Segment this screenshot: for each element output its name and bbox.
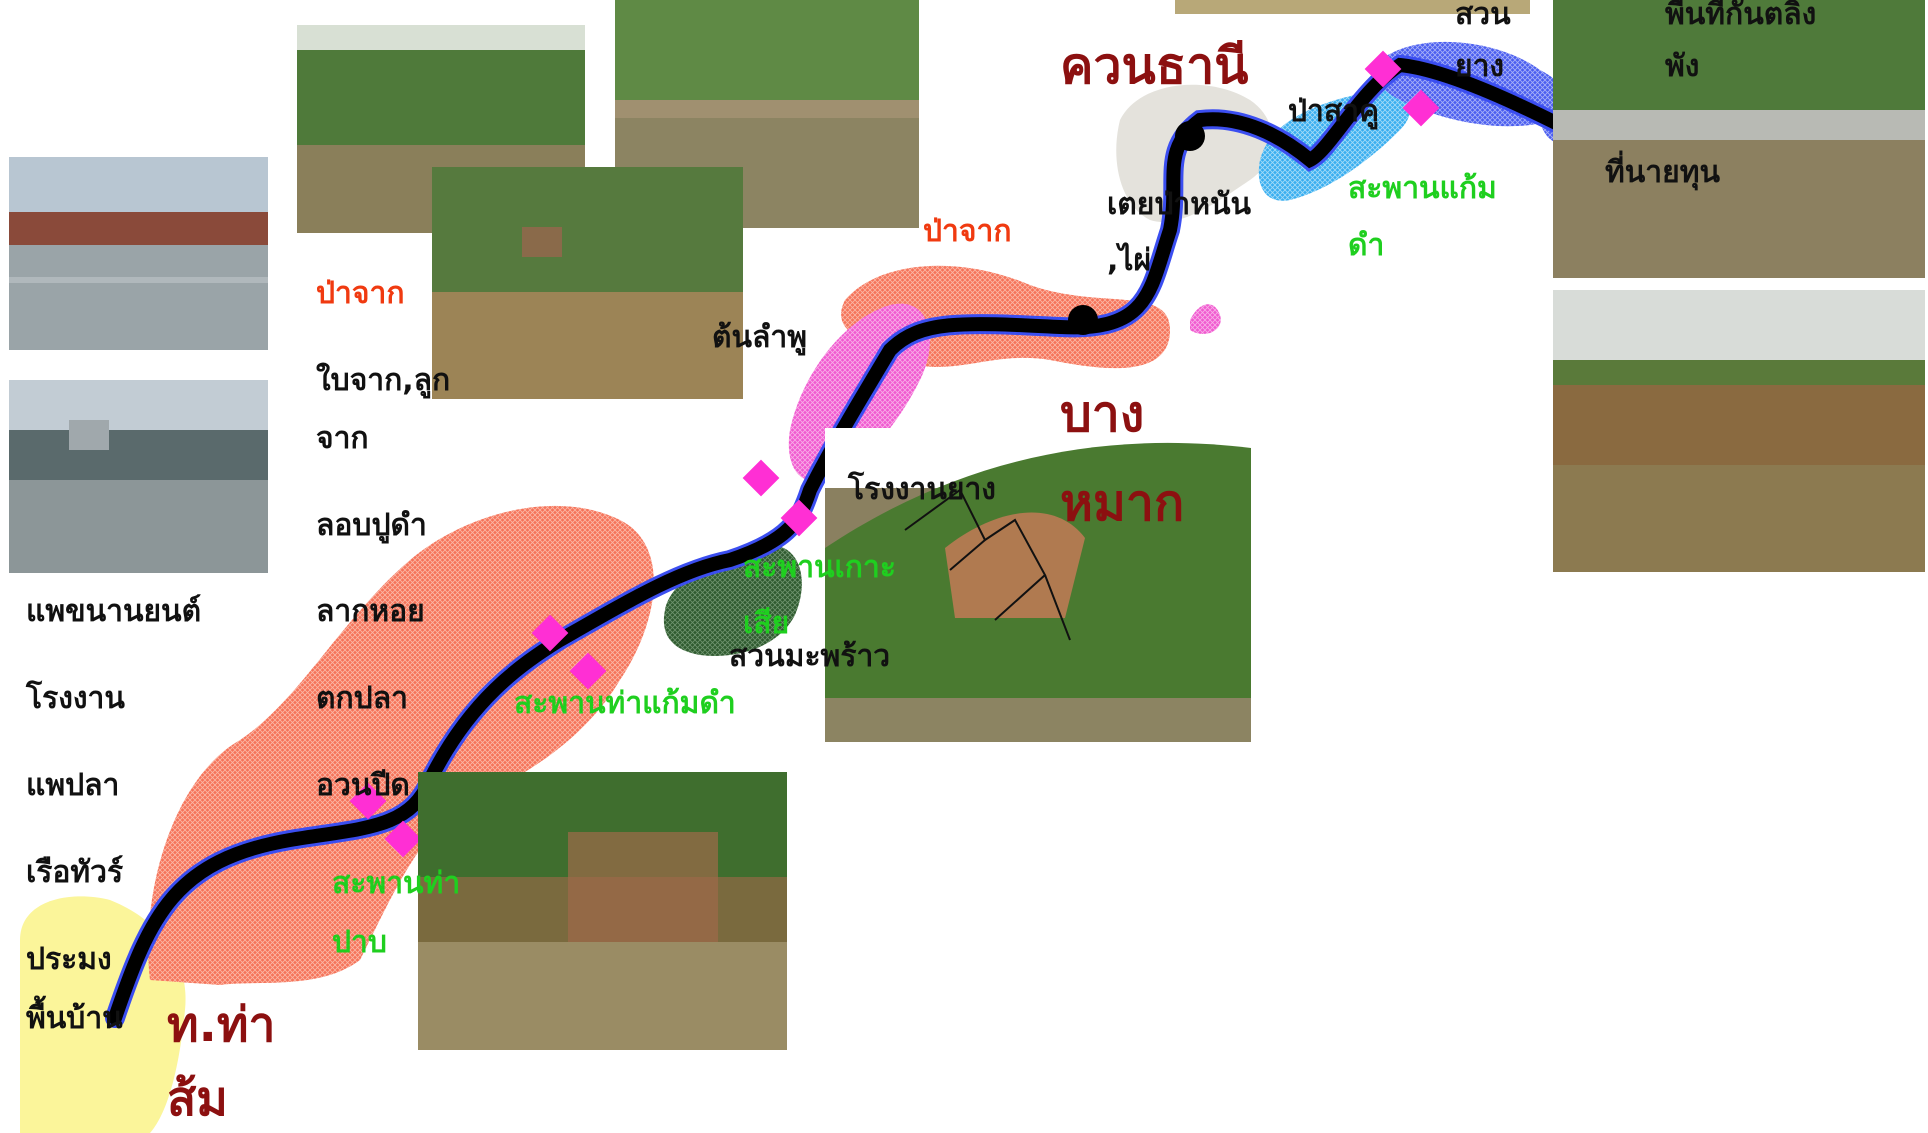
photo-river-bank xyxy=(615,0,919,228)
photo-waterfront-houses xyxy=(9,380,268,573)
label-pa-jak-right: ป่าจาก xyxy=(923,214,1012,249)
activity-mid-4: ลากหอย xyxy=(316,594,425,629)
pier-ko-sia-line2: เสีย xyxy=(743,606,790,641)
label-tei-pa-nan-line1: เตยป่าหนัน xyxy=(1107,187,1251,222)
label-suan-yang-line2: ยาง xyxy=(1455,49,1505,84)
label-phuenting-line1: พื้นที่กันตลิ่ง xyxy=(1665,0,1817,32)
pier-ko-sia-line1: สะพานเกาะ xyxy=(743,550,896,585)
activity-left-4: เรือทัวร์ xyxy=(26,855,124,890)
activity-mid-2: จาก xyxy=(316,421,369,456)
photo-eroded-bank xyxy=(1553,290,1925,572)
activity-mid-3: ลอบปูดำ xyxy=(316,508,427,543)
activity-mid-6: อวนปีด xyxy=(316,768,410,803)
place-khuan-thani: ควนธานี xyxy=(1060,37,1249,95)
pier-marker xyxy=(384,820,422,858)
pier-marker xyxy=(349,782,387,820)
place-bang-mak-line2: หมาก xyxy=(1060,474,1185,532)
pier-kaem-dam-line1: สะพานแก้ม xyxy=(1348,171,1497,206)
place-tha-sam-line1: ท.ท่า xyxy=(167,997,276,1053)
place-tha-sam-line2: ส้ม xyxy=(167,1071,228,1127)
activity-mid-1: ใบจาก,ลูก xyxy=(316,363,451,398)
pier-tha-kaem-dam: สะพานท่าแก้มดำ xyxy=(514,686,736,721)
place-bang-mak-line1: บาง xyxy=(1060,385,1145,443)
label-thi-nai-thun: ที่นายทุน xyxy=(1605,155,1720,190)
route-node-khuan-thani xyxy=(1175,121,1205,151)
photo-rubber-bank xyxy=(1553,0,1925,278)
label-rong-ngan-yang: โรงงานยาง xyxy=(848,472,996,507)
activity-left-6: พื้นบ้าน xyxy=(26,1001,123,1036)
activity-left-2: โรงงาน xyxy=(26,681,125,716)
pier-marker xyxy=(531,614,569,652)
activity-mid-5: ตกปลา xyxy=(316,681,408,716)
activity-left-3: แพปลา xyxy=(26,768,120,803)
pier-marker xyxy=(569,652,607,690)
activity-left-5: ประมง xyxy=(26,942,112,977)
pier-pab-line1: สะพานท่า xyxy=(332,866,461,901)
label-pa-sakhu: ป่าสาคู xyxy=(1288,94,1380,129)
label-suan-maphrao: สวนมะพร้าว xyxy=(729,639,891,674)
pier-marker xyxy=(780,499,818,537)
pier-marker xyxy=(1364,50,1402,88)
label-pa-jak-left: ป่าจาก xyxy=(316,276,405,311)
photo-nipa-village xyxy=(432,167,743,399)
label-phuenting-line2: พัง xyxy=(1665,49,1700,84)
label-suan-yang-line1: สวน xyxy=(1455,0,1511,32)
pier-pab-line2: ปาบ xyxy=(332,925,387,960)
label-tei-pa-nan-line2: ,ไผ่ xyxy=(1107,243,1152,278)
label-ton-lamphu: ต้นลำพู xyxy=(712,320,807,355)
nipa-zone-large xyxy=(148,505,654,985)
photo-top-strip xyxy=(1175,0,1530,14)
pink-strip-upper xyxy=(1190,304,1221,335)
pier-marker xyxy=(742,459,780,497)
activity-left-1: แพขนานยนต์ xyxy=(26,594,202,629)
pier-kaem-dam-line2: ดำ xyxy=(1348,228,1385,263)
photo-waterfront-buildings xyxy=(9,157,268,350)
route-node-upper xyxy=(1068,305,1098,335)
photo-net-fishing xyxy=(418,772,787,1050)
pier-marker xyxy=(1402,89,1440,127)
